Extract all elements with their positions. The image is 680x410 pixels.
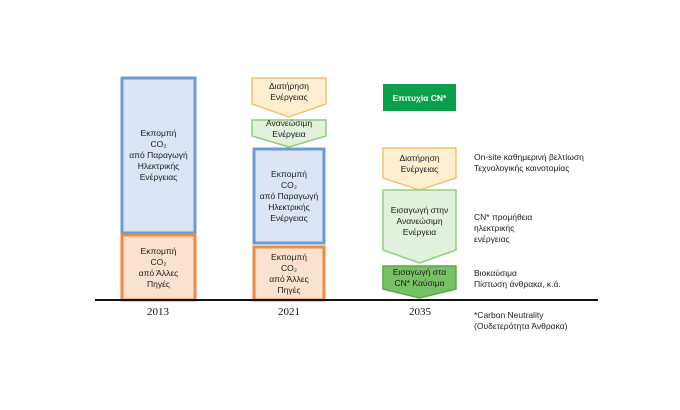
label-2035-maintain: Διατήρηση Ενέργειας [399, 153, 440, 174]
cn-success-badge: Επιτυχία CN* [383, 84, 456, 111]
label-2013-electric: Εκπομπή CO₂ από Παραγωγή Ηλεκτρικής Ενέρ… [129, 128, 188, 182]
label-2021-other: Εκπομπή CO₂ από Άλλες Πηγές [269, 251, 309, 295]
year-2035: 2035 [409, 306, 431, 318]
note-fuel: Βιοκαύσιμα Πίστωση άνθρακα, κ.ά. [474, 268, 561, 289]
footnote: *Carbon Neutrality (Ουδετερότητα Άνθρακα… [474, 310, 568, 331]
label-2035-renewable: Εισαγωγή στην Ανανεώσιμη Ενέργεια [390, 204, 449, 237]
arrow-2035-renewable [382, 189, 457, 264]
box-2021-electric [252, 147, 326, 245]
label-2021-maintain: Διατήρηση Ενέργειας [268, 81, 310, 102]
box-2021-other [252, 245, 326, 302]
label-2013-other: Εκπομπή CO₂ από Άλλες Πηγές [138, 245, 179, 289]
year-2013: 2013 [147, 306, 169, 318]
year-2021: 2021 [278, 306, 300, 318]
label-2021-electric: Εκπομπή CO₂ από Παραγωγή Ηλεκτρικής Ενέρ… [259, 168, 319, 223]
arrow-2035-fuel [382, 265, 457, 299]
note-renewable: CN* προμήθεια ηλεκτρικής ενέργειας [474, 212, 533, 244]
label-2021-renewable: Ανανεώσιμη Ενέργεια [265, 118, 313, 139]
arrow-2021-maintain [251, 77, 327, 118]
box-2013-electric [120, 76, 197, 235]
note-maintain: On-site καθημερινή βελτίωση Τεχνολογικής… [474, 152, 584, 173]
arrow-2035-maintain [382, 147, 457, 191]
arrow-2021-renewable [251, 119, 327, 148]
label-2035-fuel: Εισαγωγή στα CN* Καύσιμα [392, 267, 447, 288]
